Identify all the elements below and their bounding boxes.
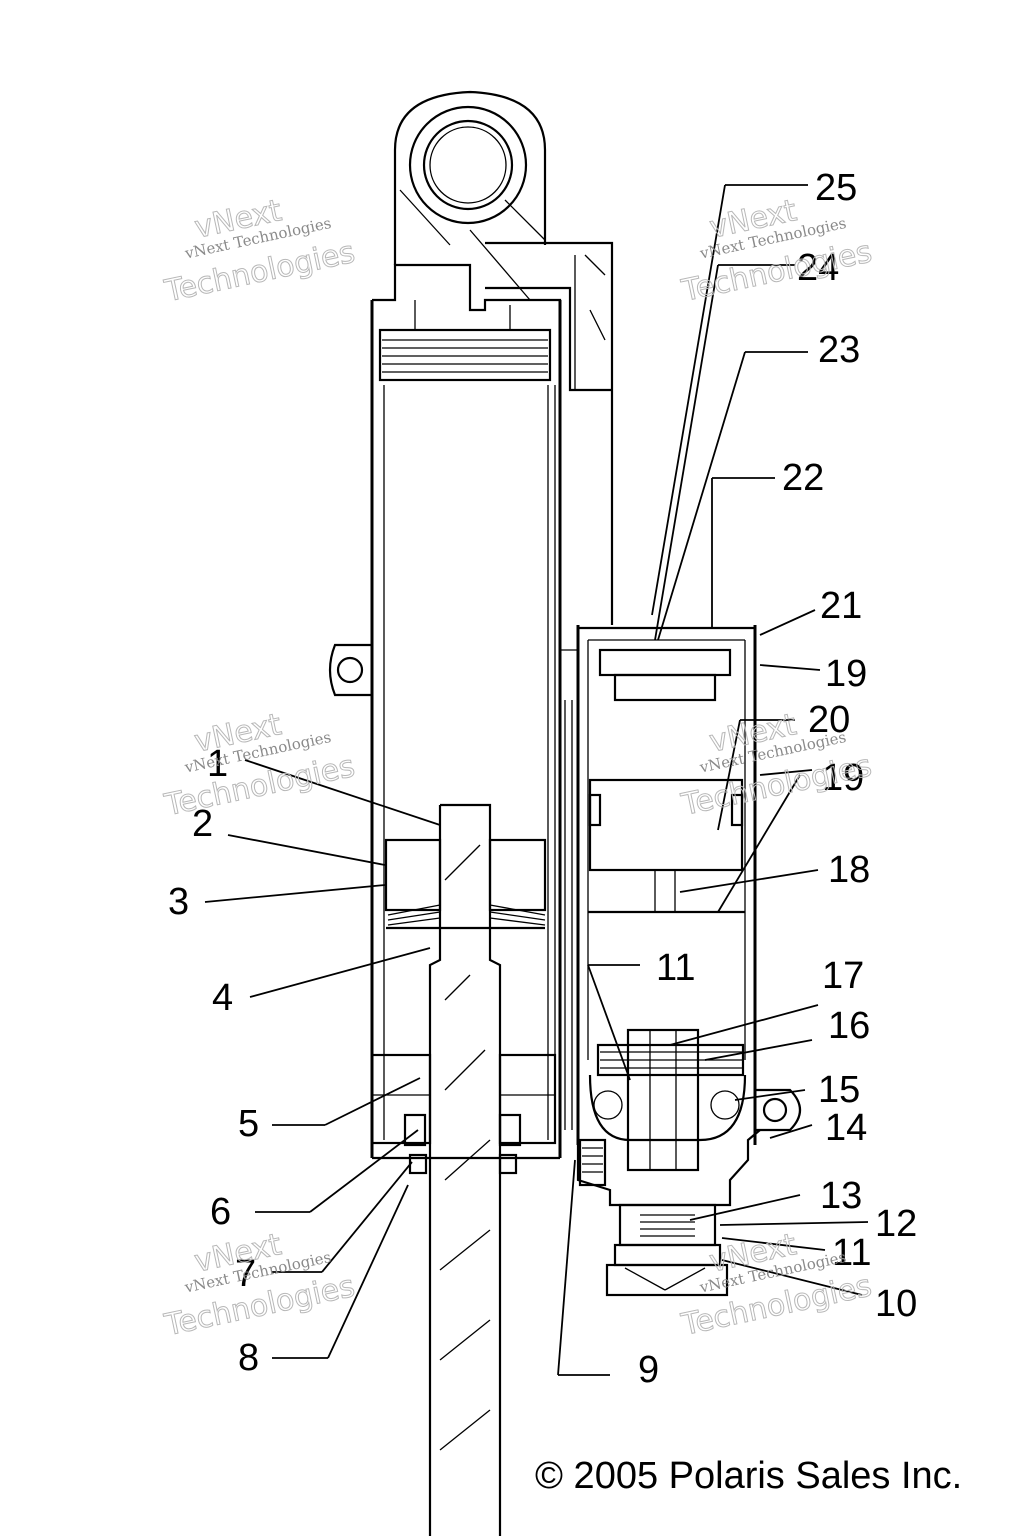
callout-20: 20 (808, 699, 850, 741)
seal-head (370, 1053, 557, 1175)
reservoir-hose (485, 241, 614, 625)
callout-2: 2 (192, 803, 213, 845)
callout-5: 5 (238, 1103, 259, 1145)
callout-21: 21 (820, 585, 862, 627)
watermark-bottom-left: vNext vNext Technologies Technologies (161, 1227, 359, 1344)
callout-12: 12 (875, 1203, 917, 1245)
callout-17: 17 (822, 955, 864, 997)
top-eyelet (393, 90, 547, 301)
callout-4: 4 (212, 977, 233, 1019)
callout-19-lower: 19 (822, 757, 864, 799)
leader-lines (204, 184, 869, 1376)
callout-22: 22 (782, 457, 824, 499)
callout-16: 16 (828, 1005, 870, 1047)
transfer-passage (560, 649, 578, 1130)
body-cap (372, 263, 562, 385)
watermark-top-left: vNext vNext Technologies Technologies (161, 193, 359, 310)
reservoir (576, 625, 757, 1145)
callout-10: 10 (875, 1283, 917, 1325)
base-valve (576, 1028, 802, 1297)
callout-6: 6 (210, 1191, 231, 1233)
callout-labels: 25 24 23 22 21 19 20 19 18 11 17 16 15 1… (168, 167, 917, 1391)
watermark-mid-left: vNext vNext Technologies Technologies (161, 707, 359, 824)
callout-18: 18 (828, 849, 870, 891)
callout-14: 14 (825, 1107, 867, 1149)
callout-11-lower: 11 (832, 1232, 871, 1274)
callout-15: 15 (818, 1069, 860, 1111)
callout-11-upper: 11 (656, 947, 695, 989)
callout-24: 24 (797, 247, 839, 289)
main-body (328, 300, 562, 1160)
callout-8: 8 (238, 1337, 259, 1379)
copyright-notice: © 2005 Polaris Sales Inc. (535, 1455, 962, 1497)
callout-7: 7 (235, 1253, 256, 1295)
callout-9: 9 (638, 1349, 659, 1391)
callout-13: 13 (820, 1175, 862, 1217)
callout-23: 23 (818, 329, 860, 371)
callout-25: 25 (815, 167, 857, 209)
callout-1: 1 (207, 743, 228, 785)
callout-19-upper: 19 (825, 653, 867, 695)
callout-3: 3 (168, 881, 189, 923)
